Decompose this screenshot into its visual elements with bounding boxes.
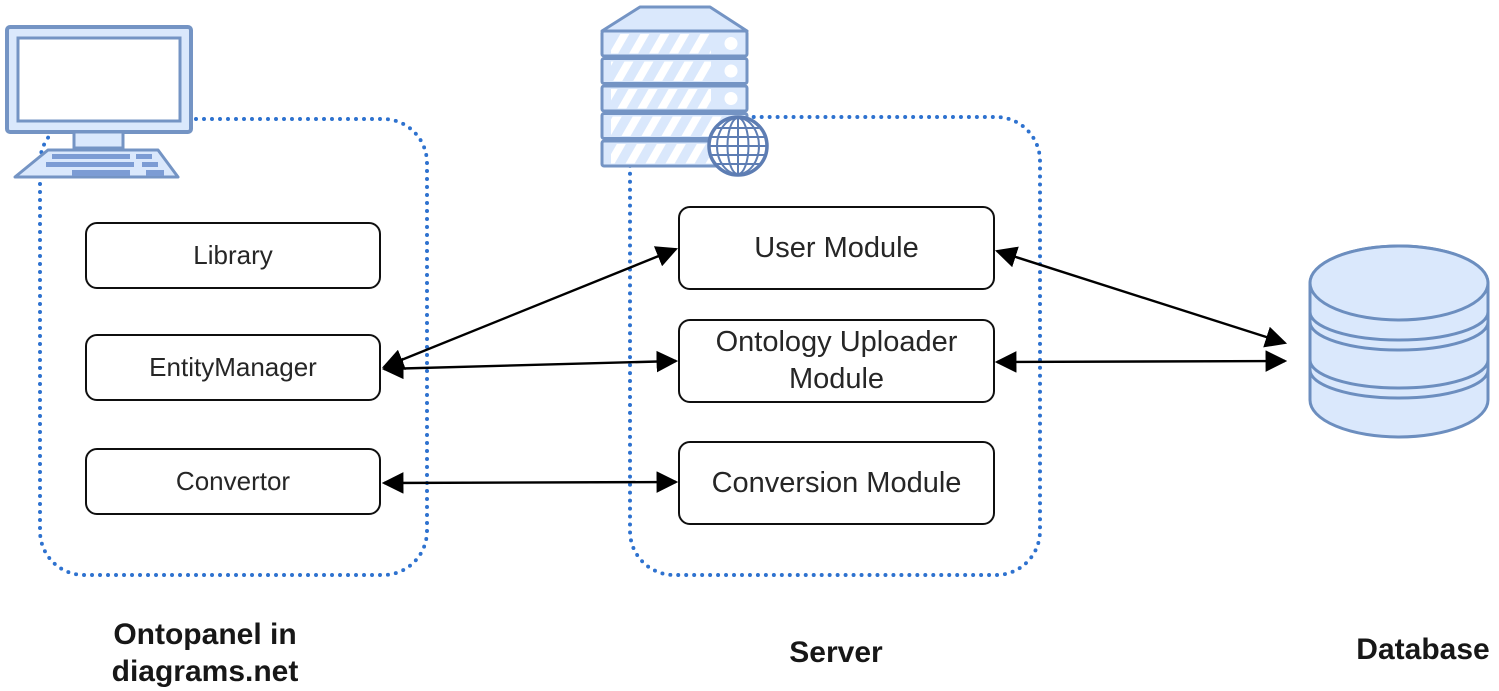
conversion-module-box-label: Conversion Module — [711, 466, 962, 499]
ontopanel-group-label: Ontopanel in diagrams.net — [111, 618, 299, 688]
database-cylinder-icon — [1308, 244, 1490, 439]
ontology-uploader-module-box-label: Ontology Uploader Module — [715, 326, 958, 395]
library-box: Library — [85, 222, 381, 289]
entitymanager-box-label: EntityManager — [149, 352, 317, 382]
server-group-label: Server — [789, 636, 883, 669]
conversion-module-box: Conversion Module — [678, 441, 995, 525]
library-box-label: Library — [193, 240, 273, 270]
entitymanager-box: EntityManager — [85, 334, 381, 401]
user-module-box: User Module — [678, 206, 995, 290]
convertor-box-label: Convertor — [175, 466, 291, 496]
ontology-uploader-module-box: Ontology Uploader Module — [678, 319, 995, 403]
user-module-box-label: User Module — [754, 231, 919, 264]
database-group-label: Database — [1356, 633, 1490, 666]
convertor-box: Convertor — [85, 448, 381, 515]
